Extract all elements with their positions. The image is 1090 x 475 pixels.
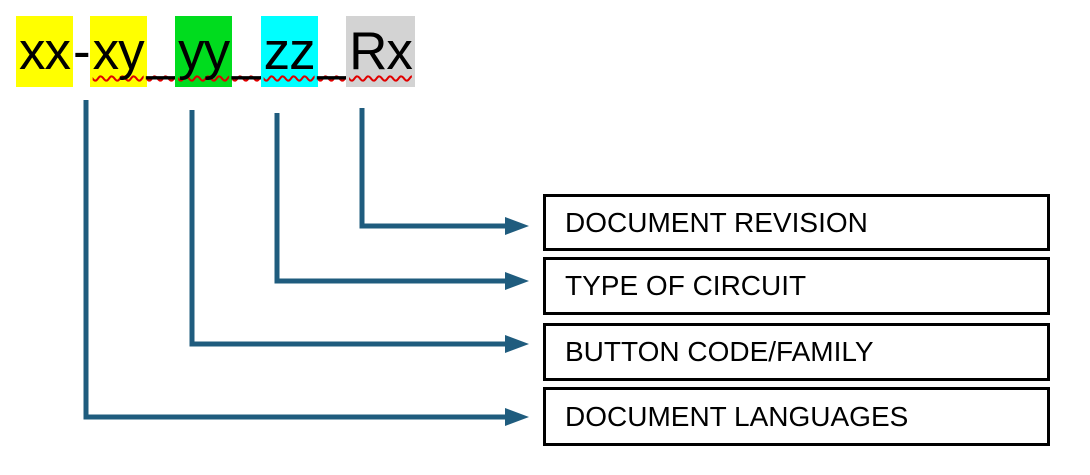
code-segment-zz: zz xyxy=(260,16,318,87)
code-separator-hyphen: - xyxy=(73,22,91,81)
arrow-head-xx-languages xyxy=(505,408,529,426)
code-separator-underscore: _ xyxy=(146,22,177,81)
code-segment-yy: yy xyxy=(175,16,233,87)
label-box-type-of-circuit: TYPE OF CIRCUIT xyxy=(543,257,1050,315)
label-type-of-circuit: TYPE OF CIRCUIT xyxy=(565,270,807,301)
code-separator-underscore: _ xyxy=(317,22,348,81)
label-box-document-revision: DOCUMENT REVISION xyxy=(543,194,1050,251)
arrow-line-yy-family xyxy=(189,110,506,347)
code-segment-xx: xx xyxy=(16,16,73,87)
label-button-code-family: BUTTON CODE/FAMILY xyxy=(565,336,874,367)
label-document-revision: DOCUMENT REVISION xyxy=(565,206,868,238)
code-segment-rx: Rx xyxy=(346,16,415,87)
arrow-line-rx-revision xyxy=(359,108,506,229)
code-segment-xy: xy xyxy=(89,16,147,87)
document-code: xx-xy_yy_zz_Rx xyxy=(16,14,415,90)
arrow-head-rx-revision xyxy=(505,217,529,235)
label-box-document-languages: DOCUMENT LANGUAGES xyxy=(543,387,1050,446)
arrow-line-xx-languages xyxy=(83,100,506,420)
code-separator-underscore: _ xyxy=(232,22,262,81)
arrow-line-zz-circuit xyxy=(274,113,506,284)
arrow-head-zz-circuit xyxy=(505,272,529,290)
label-document-languages: DOCUMENT LANGUAGES xyxy=(565,400,909,432)
label-box-button-code-family: BUTTON CODE/FAMILY xyxy=(543,323,1050,381)
arrow-head-yy-family xyxy=(505,335,529,353)
spellcheck-squiggle-span: xy_yy_zz_Rx xyxy=(89,16,415,87)
